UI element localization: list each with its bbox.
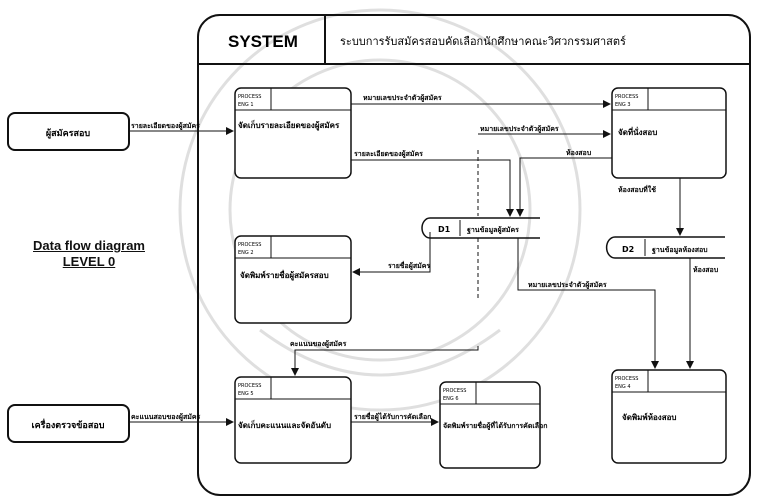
- svg-text:คะแนนสอบของผู้สมัคร: คะแนนสอบของผู้สมัคร: [131, 412, 201, 422]
- svg-text:PROCESS: PROCESS: [615, 94, 638, 100]
- svg-text:คะแนนของผู้สมัคร: คะแนนของผู้สมัคร: [290, 339, 347, 349]
- svg-text:ENG 1: ENG 1: [238, 102, 254, 108]
- svg-text:รายชื่อผู้สมัคร: รายชื่อผู้สมัคร: [388, 260, 430, 271]
- svg-text:ห้องสอบที่ใช้: ห้องสอบที่ใช้: [618, 184, 656, 194]
- process-eng6: PROCESS ENG 6 จัดพิมพ์รายชื่อผู้ที่ได้รั…: [439, 381, 548, 469]
- datastore-d2: D2 ฐานข้อมูลห้องสอบ: [605, 236, 725, 259]
- flow-labels: รายละเอียดของผู้สมัคร หมายเลขประจำตัวผู้…: [131, 93, 719, 422]
- svg-text:หมายเลขประจำตัวผู้สมัคร: หมายเลขประจำตัวผู้สมัคร: [528, 280, 607, 290]
- svg-text:รายชื่อผู้ได้รับการคัดเลือก: รายชื่อผู้ได้รับการคัดเลือก: [354, 411, 431, 422]
- svg-text:PROCESS: PROCESS: [238, 242, 261, 248]
- process-label: จัดเก็บรายละเอียดของผู้สมัคร: [238, 119, 340, 131]
- svg-text:ENG 6: ENG 6: [443, 396, 459, 402]
- process-label: จัดพิมพ์ห้องสอบ: [622, 412, 676, 422]
- level-label-line2: LEVEL 0: [62, 254, 116, 269]
- svg-text:D2: D2: [622, 245, 634, 254]
- system-label: SYSTEM: [228, 32, 298, 51]
- process-eng4: PROCESS ENG 4 จัดพิมพ์ห้องสอบ: [611, 369, 727, 464]
- system-boundary: [197, 14, 751, 496]
- svg-text:หมายเลขประจำตัวผู้สมัคร: หมายเลขประจำตัวผู้สมัคร: [363, 93, 442, 103]
- system-title: ระบบการรับสมัครสอบคัดเลือกนักศึกษาคณะวิศ…: [340, 35, 626, 48]
- datastore-d1: D1 ฐานข้อมูลผู้สมัคร: [421, 217, 540, 239]
- svg-text:PROCESS: PROCESS: [615, 376, 638, 382]
- svg-text:ห้องสอบ: ห้องสอบ: [693, 265, 719, 274]
- svg-text:ห้องสอบ: ห้องสอบ: [566, 148, 592, 157]
- svg-text:หมายเลขประจำตัวผู้สมัคร: หมายเลขประจำตัวผู้สมัคร: [480, 124, 559, 134]
- external-applicant: ผู้สมัครสอบ: [7, 112, 130, 151]
- diagram-level-label: Data flow diagram LEVEL 0: [14, 238, 164, 270]
- process-label: จัดพิมพ์รายชื่อผู้สมัครสอบ: [240, 269, 329, 281]
- process-eng5: PROCESS ENG 5 จัดเก็บคะแนนและจัดอันดับ: [234, 376, 352, 464]
- svg-text:รายละเอียดของผู้สมัคร: รายละเอียดของผู้สมัคร: [131, 121, 200, 131]
- level-label-line1: Data flow diagram: [33, 238, 145, 253]
- svg-text:ENG 3: ENG 3: [615, 102, 631, 108]
- external-label: ผู้สมัครสอบ: [46, 128, 90, 139]
- process-eng3: PROCESS ENG 3 จัดที่นั่งสอบ: [611, 87, 727, 179]
- process-label: จัดที่นั่งสอบ: [618, 126, 657, 137]
- svg-text:PROCESS: PROCESS: [238, 94, 261, 100]
- svg-text:D1: D1: [438, 225, 451, 234]
- process-eng2: PROCESS ENG 2 จัดพิมพ์รายชื่อผู้สมัครสอบ: [234, 235, 352, 324]
- svg-text:ENG 4: ENG 4: [615, 384, 631, 390]
- svg-text:ฐานข้อมูลผู้สมัคร: ฐานข้อมูลผู้สมัคร: [467, 225, 519, 235]
- svg-text:รายละเอียดของผู้สมัคร: รายละเอียดของผู้สมัคร: [354, 149, 423, 159]
- external-scanner: เครื่องตรวจข้อสอบ: [7, 404, 130, 443]
- svg-text:ENG 5: ENG 5: [238, 391, 254, 397]
- svg-text:PROCESS: PROCESS: [443, 388, 466, 394]
- external-label: เครื่องตรวจข้อสอบ: [32, 418, 105, 431]
- process-label: จัดเก็บคะแนนและจัดอันดับ: [238, 419, 331, 430]
- flow-lines: [129, 100, 694, 426]
- svg-text:ENG 2: ENG 2: [238, 250, 254, 256]
- svg-text:ฐานข้อมูลห้องสอบ: ฐานข้อมูลห้องสอบ: [652, 245, 708, 255]
- svg-text:PROCESS: PROCESS: [238, 383, 261, 389]
- process-eng1: PROCESS ENG 1 จัดเก็บรายละเอียดของผู้สมั…: [234, 87, 352, 179]
- process-label: จัดพิมพ์รายชื่อผู้ที่ได้รับการคัดเลือก: [443, 420, 548, 431]
